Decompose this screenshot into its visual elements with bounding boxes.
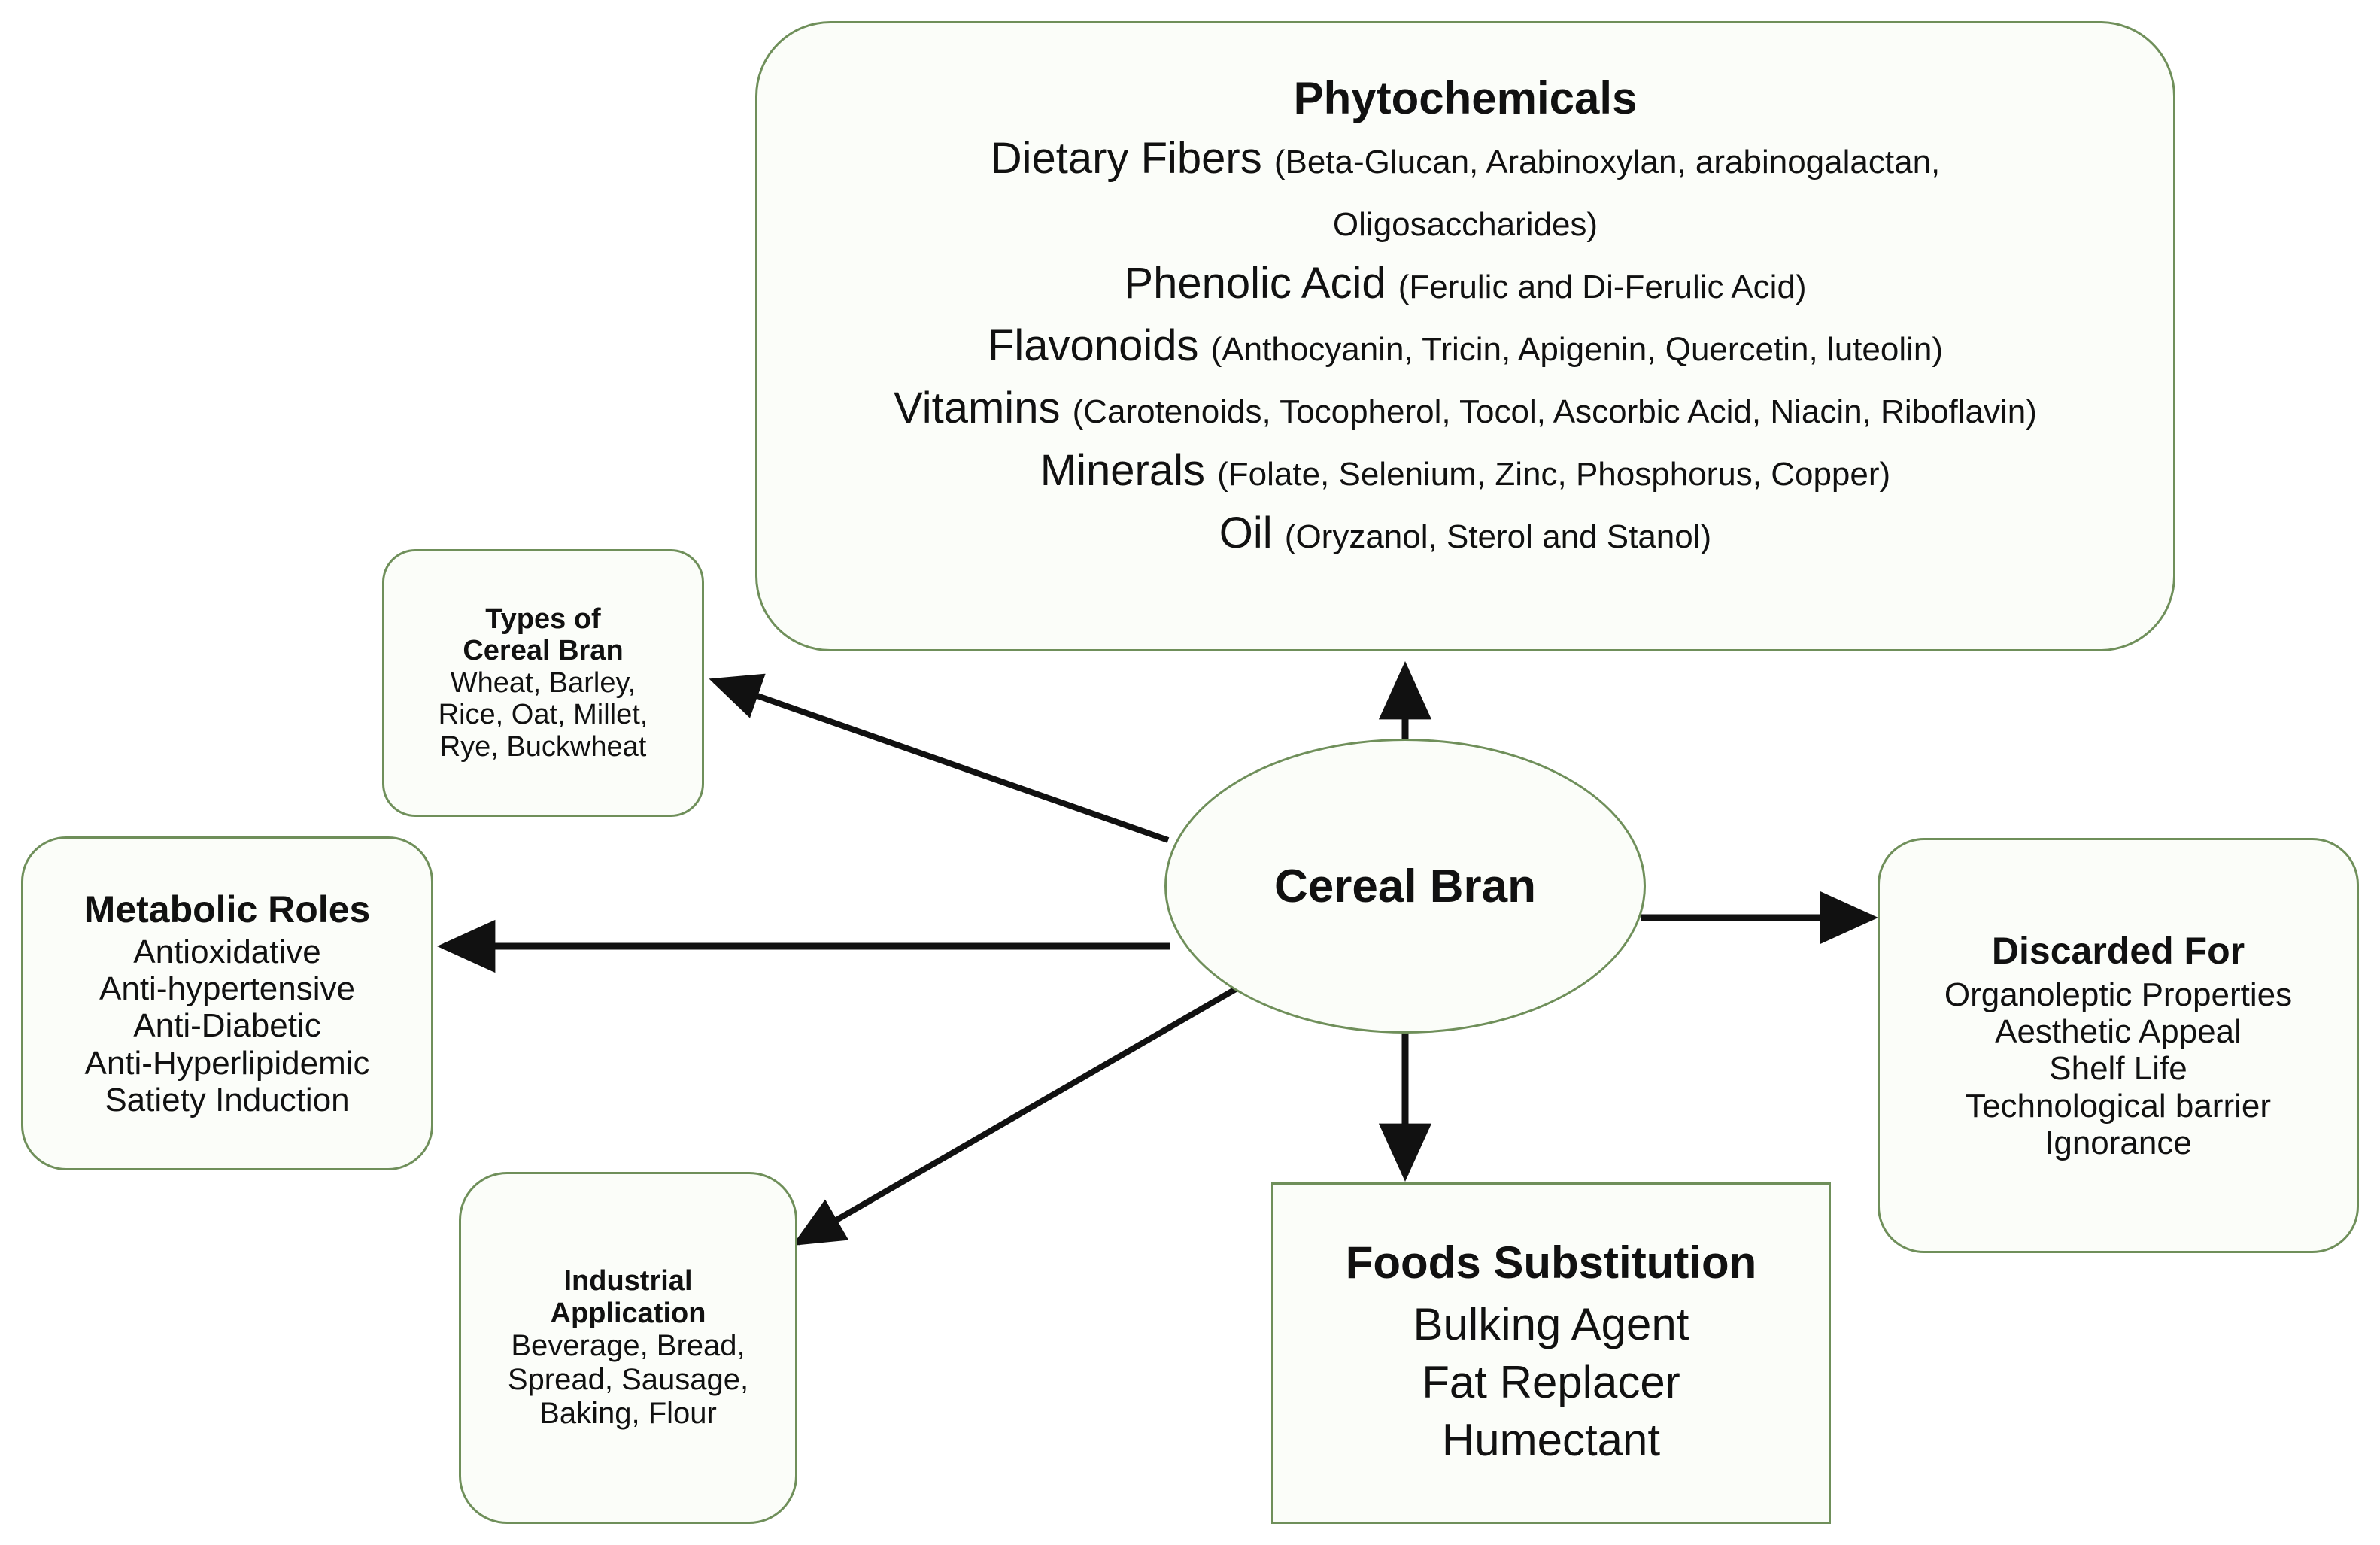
discarded-for-item: Shelf Life — [2049, 1050, 2187, 1088]
node-industrial-application[interactable]: Industrial Application Beverage, Bread, … — [459, 1172, 797, 1524]
phytochemicals-row-phenolic-acid: Phenolic Acid (Ferulic and Di-Ferulic Ac… — [1124, 259, 1807, 308]
row-head: Phenolic Acid — [1124, 259, 1398, 308]
row-head: Oil — [1219, 508, 1285, 557]
discarded-for-item: Ignorance — [2045, 1124, 2192, 1161]
types-title-line1: Types of — [485, 603, 601, 635]
arrow-center-to-types — [709, 673, 1170, 843]
foods-substitution-item: Humectant — [1441, 1415, 1661, 1466]
discarded-for-item: Organoleptic Properties — [1944, 976, 2293, 1013]
node-cereal-bran-center[interactable]: Cereal Bran — [1164, 739, 1646, 1034]
row-sub: (Folate, Selenium, Zinc, Phosphorus, Cop… — [1217, 455, 1891, 493]
cereal-bran-label: Cereal Bran — [1273, 860, 1537, 912]
phytochemicals-row-flavonoids: Flavonoids (Anthocyanin, Tricin, Apigeni… — [987, 321, 1944, 371]
node-phytochemicals[interactable]: Phytochemicals Dietary Fibers (Beta-Gluc… — [755, 21, 2175, 651]
metabolic-roles-item: Anti-Diabetic — [133, 1007, 321, 1045]
industrial-title-line2: Application — [550, 1297, 706, 1329]
types-title-line2: Cereal Bran — [463, 635, 624, 667]
phytochemicals-title: Phytochemicals — [1293, 73, 1638, 123]
metabolic-roles-title: Metabolic Roles — [83, 888, 371, 930]
discarded-for-item: Technological barrier — [1966, 1087, 2271, 1125]
foods-substitution-item: Fat Replacer — [1422, 1357, 1680, 1407]
foods-substitution-title: Foods Substitution — [1345, 1237, 1757, 1288]
types-item: Rye, Buckwheat — [439, 730, 647, 763]
discarded-for-title: Discarded For — [1991, 929, 2245, 972]
node-metabolic-roles[interactable]: Metabolic Roles Antioxidative Anti-hyper… — [21, 836, 433, 1170]
row-head: Vitamins — [894, 384, 1073, 433]
types-item: Rice, Oat, Millet, — [438, 699, 648, 731]
metabolic-roles-item: Anti-Hyperlipidemic — [84, 1044, 370, 1082]
types-item: Wheat, Barley, — [450, 666, 636, 699]
phytochemicals-row-minerals: Minerals (Folate, Selenium, Zinc, Phosph… — [1040, 445, 1891, 496]
node-discarded-for[interactable]: Discarded For Organoleptic Properties Ae… — [1878, 838, 2359, 1253]
arrow-center-to-industrial-application — [792, 984, 1242, 1246]
foods-substitution-item: Bulking Agent — [1413, 1298, 1689, 1349]
industrial-title-line1: Industrial — [563, 1265, 693, 1298]
industrial-item: Spread, Sausage, — [507, 1363, 749, 1397]
metabolic-roles-item: Antioxidative — [133, 933, 321, 970]
industrial-item: Baking, Flour — [539, 1396, 717, 1430]
phytochemicals-row-oil: Oil (Oryzanol, Sterol and Stanol) — [1219, 508, 1712, 558]
discarded-for-item: Aesthetic Appeal — [1995, 1013, 2242, 1051]
metabolic-roles-item: Anti-hypertensive — [99, 970, 355, 1008]
phytochemicals-row-vitamins: Vitamins (Carotenoids, Tocopherol, Tocol… — [894, 384, 2037, 433]
phytochemicals-row-dietary-fibers-cont: Oligosaccharides) — [1333, 197, 1598, 246]
row-sub: (Anthocyanin, Tricin, Apigenin, Querceti… — [1210, 331, 1944, 369]
row-sub: (Carotenoids, Tocopherol, Tocol, Ascorbi… — [1072, 393, 2037, 430]
row-head: Dietary Fibers — [990, 134, 1274, 184]
metabolic-roles-item: Satiety Induction — [105, 1081, 350, 1119]
row-head: Minerals — [1040, 445, 1218, 495]
row-sub: (Oryzanol, Sterol and Stanol) — [1284, 518, 1712, 555]
row-sub: Oligosaccharides) — [1332, 206, 1598, 244]
industrial-item: Beverage, Bread, — [511, 1329, 745, 1363]
node-types-of-cereal-bran[interactable]: Types of Cereal Bran Wheat, Barley, Rice… — [382, 549, 704, 817]
phytochemicals-row-dietary-fibers: Dietary Fibers (Beta-Glucan, Arabinoxyla… — [990, 134, 1941, 184]
row-head: Flavonoids — [987, 321, 1211, 371]
node-foods-substitution[interactable]: Foods Substitution Bulking Agent Fat Rep… — [1271, 1182, 1831, 1524]
row-sub: (Ferulic and Di-Ferulic Acid) — [1398, 269, 1807, 306]
row-sub: (Beta-Glucan, Arabinoxylan, arabinogalac… — [1273, 144, 1941, 181]
